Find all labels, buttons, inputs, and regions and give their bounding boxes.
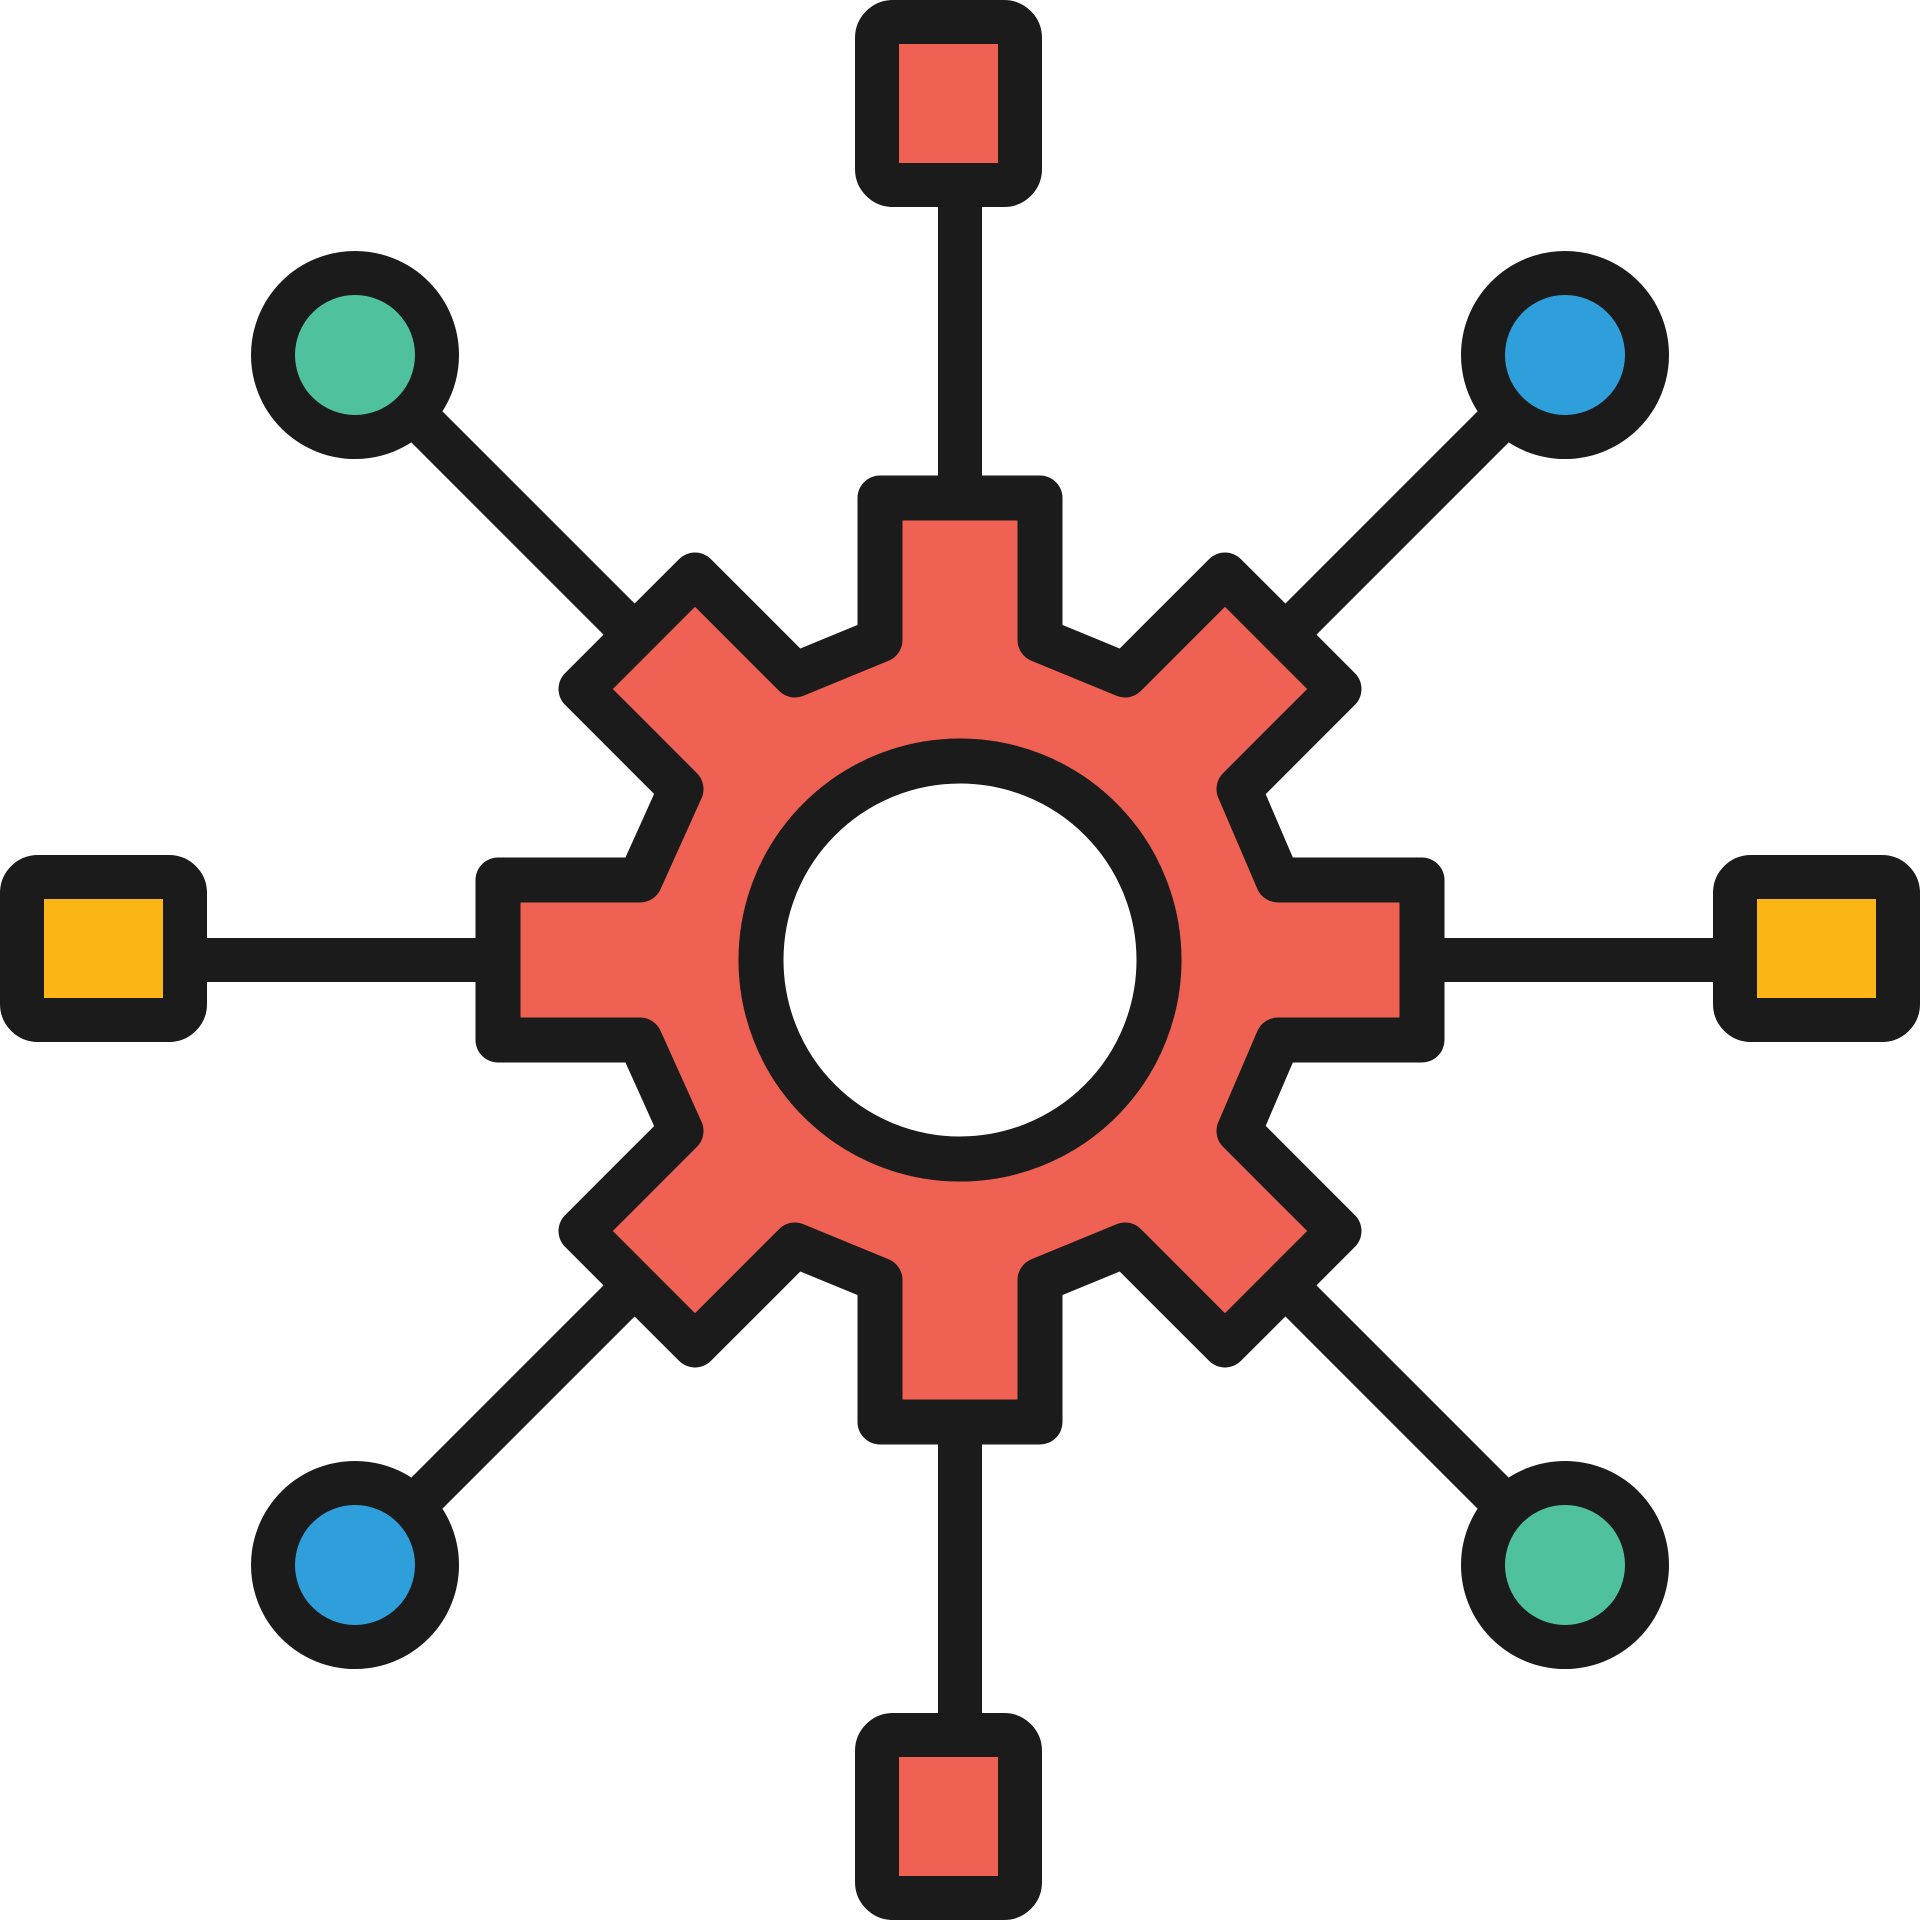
node-square-right xyxy=(1713,855,1920,1042)
connectors xyxy=(166,166,1754,1754)
node-square-bottom xyxy=(855,1713,1042,1920)
circle-nodes xyxy=(251,251,1669,1669)
node-circle-top-left xyxy=(251,251,459,459)
node-circle-top-right xyxy=(1461,251,1669,459)
node-square-left xyxy=(0,855,207,1042)
connector-top-right xyxy=(1266,392,1528,654)
connector-bottom-left xyxy=(392,1266,654,1528)
connector-bottom-right xyxy=(1266,1266,1528,1528)
node-square-top xyxy=(855,0,1042,207)
node-circle-bottom-left xyxy=(251,1461,459,1669)
connector-top-left xyxy=(392,392,654,654)
gear-center-hole xyxy=(738,738,1182,1182)
gear-icon xyxy=(475,475,1445,1445)
node-circle-bottom-right xyxy=(1461,1461,1669,1669)
